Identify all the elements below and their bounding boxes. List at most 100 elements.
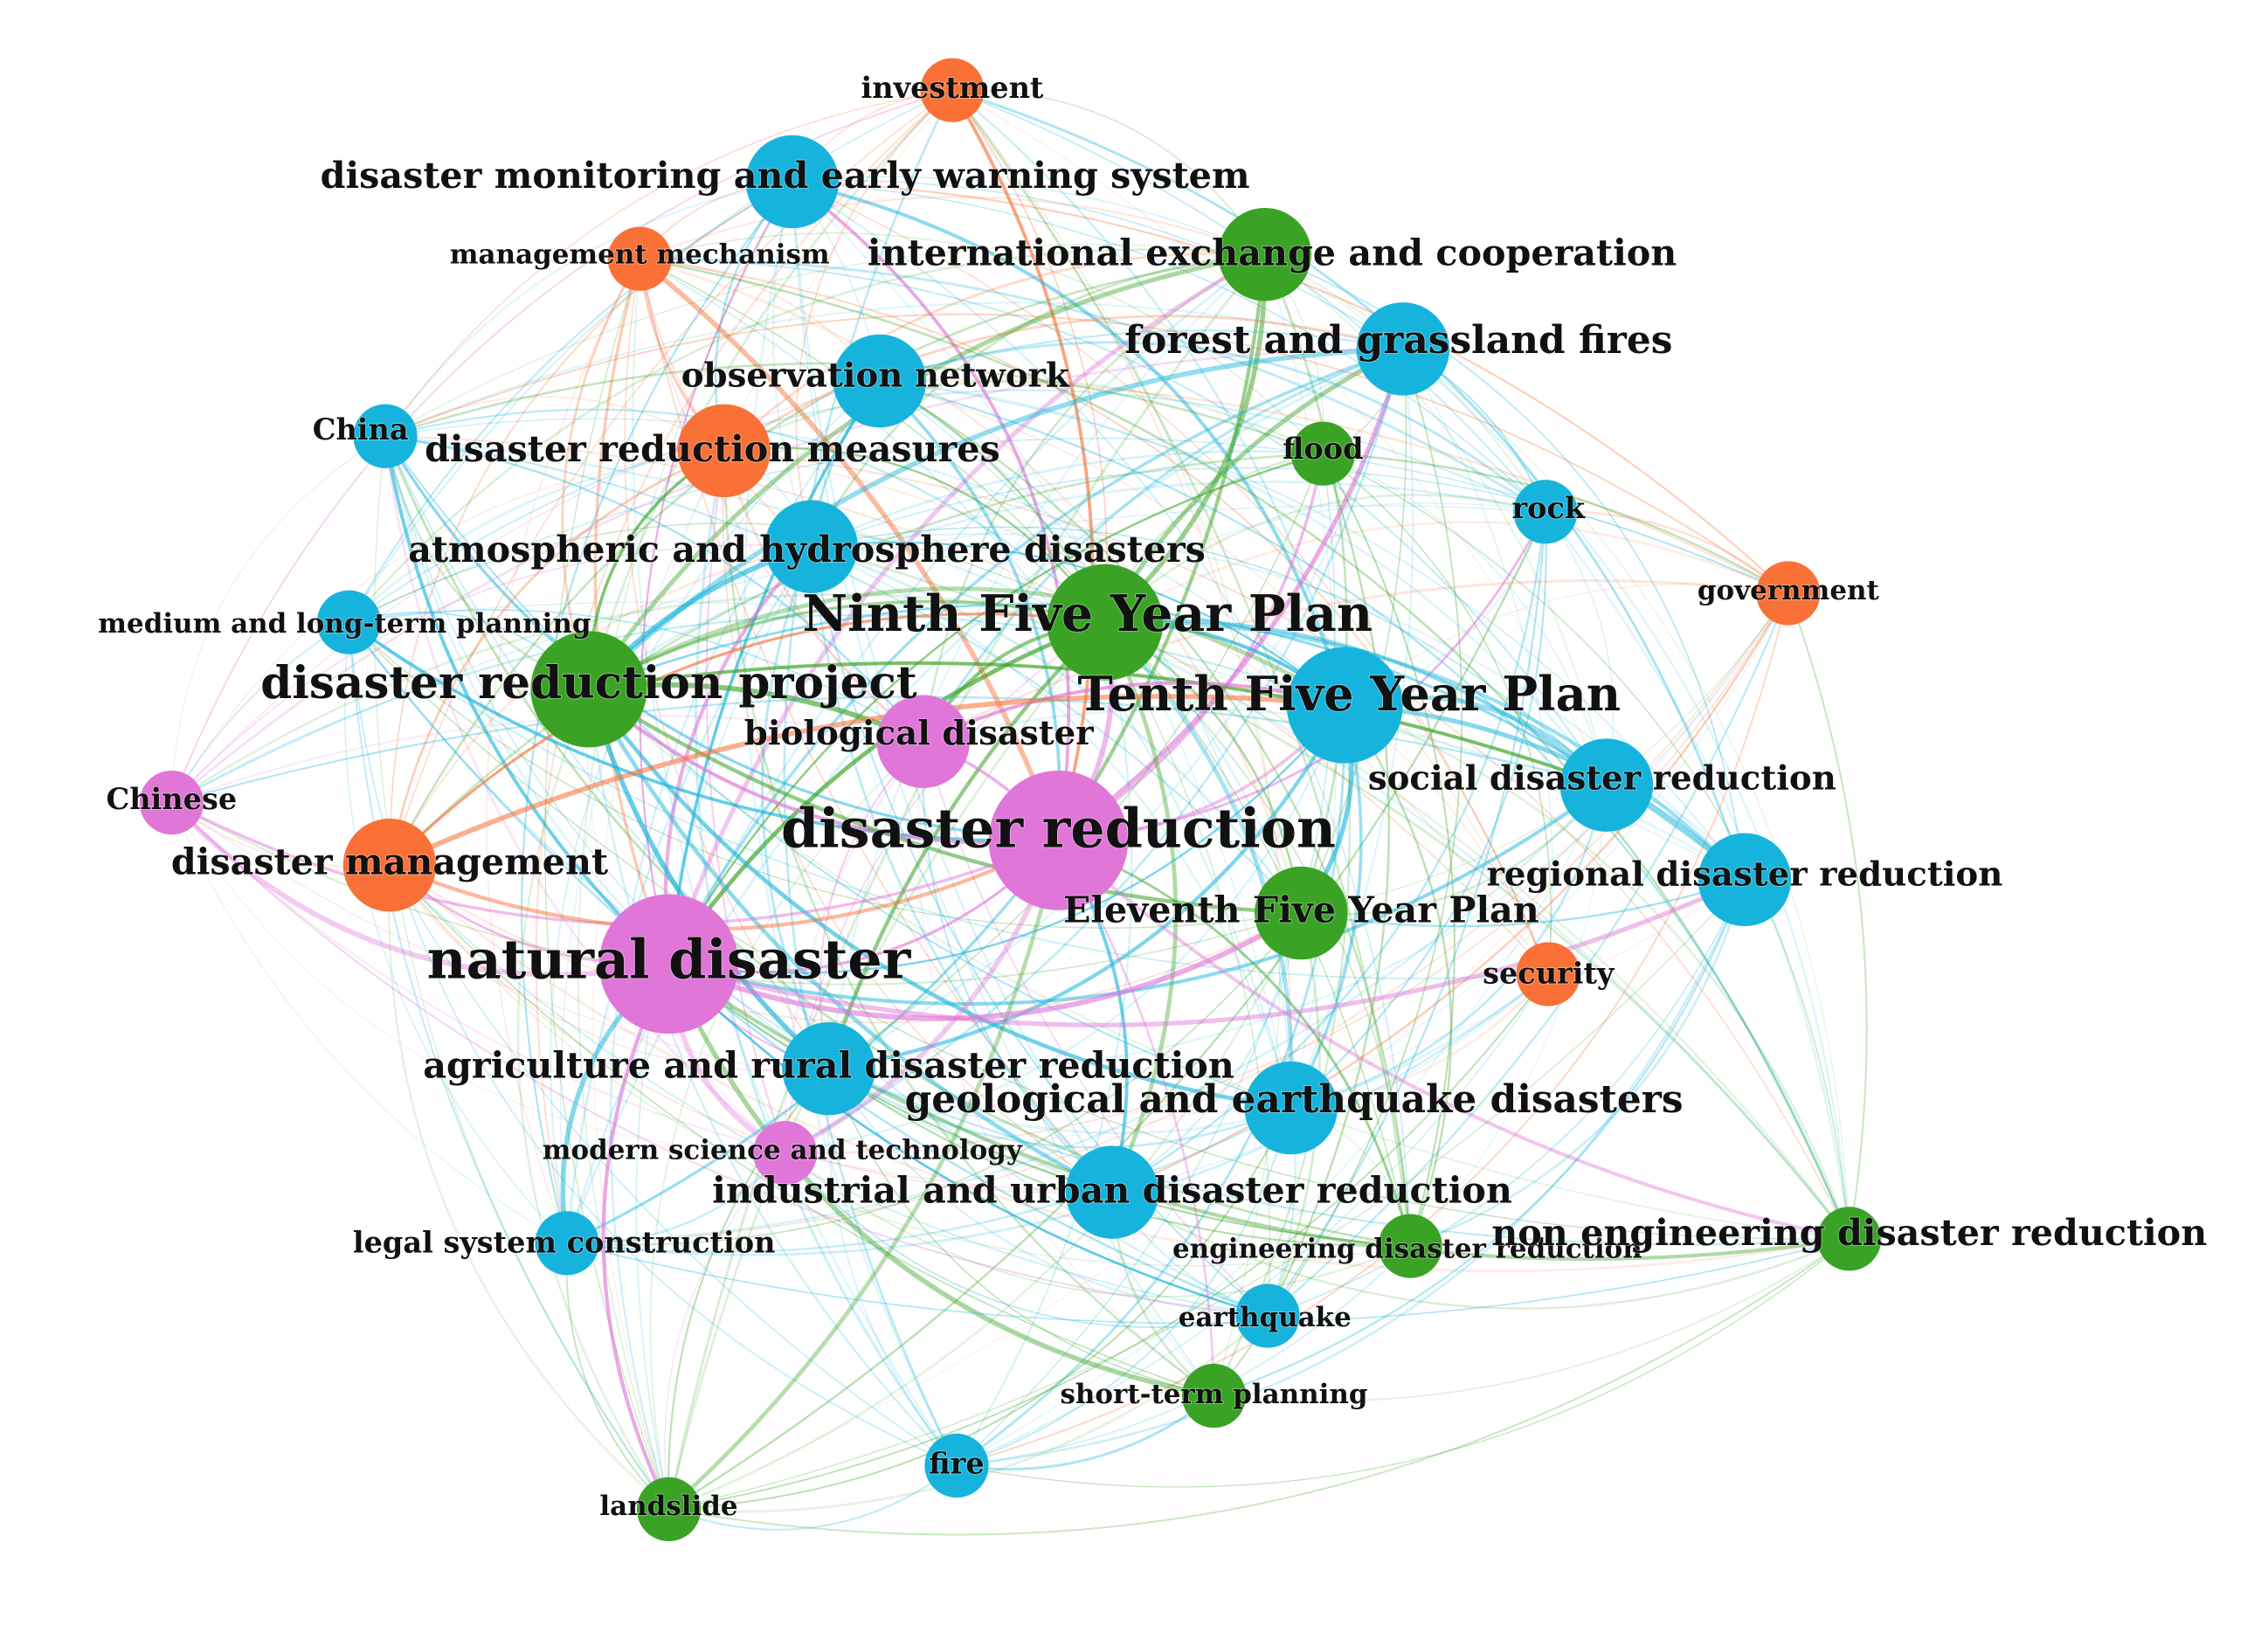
edge-china-natural: [384, 435, 670, 965]
edge-flood-atmo: [811, 450, 1324, 548]
edge-drm-legal: [559, 450, 725, 1243]
edge-dr-engineering: [1057, 839, 1412, 1247]
label-mltp: medium and long-term planning: [98, 608, 591, 640]
edge-drp-geo: [587, 688, 1292, 1111]
edge-mgmt_mech-drp: [561, 258, 641, 690]
label-industrial: industrial and urban disaster reduction: [712, 1169, 1512, 1212]
edge-obs-legal: [550, 380, 881, 1243]
edge-investment-dr: [951, 89, 1095, 841]
edge-mgmt_mech-social: [640, 258, 1608, 786]
edge-shortterm-fire: [956, 1394, 1215, 1471]
edge-drm-flood: [723, 379, 1324, 455]
label-natural: natural disaster: [427, 927, 912, 991]
edge-obs-geo: [879, 380, 1292, 1109]
edge-atmo-shortterm: [811, 546, 1214, 1396]
edge-dr-nonengineering: [1057, 839, 1850, 1241]
edge-eleventh-legal: [566, 912, 1303, 1246]
node-drp: [530, 631, 647, 748]
edge-china-eleventh: [384, 435, 1303, 914]
edge-regional-earthquake: [1267, 879, 1746, 1317]
edge-government-agri: [828, 592, 1789, 1074]
label-geo: geological and earthquake disasters: [905, 1077, 1684, 1122]
label-engineering: engineering disaster reduction: [1172, 1234, 1642, 1265]
label-chinese: Chinese: [107, 782, 238, 816]
edge-natural-shortterm: [666, 963, 1215, 1399]
edge-security-landslide: [668, 973, 1549, 1511]
label-government: government: [1698, 575, 1880, 606]
edge-mltp-ninth: [349, 522, 1105, 623]
label-drp: disaster reduction project: [260, 657, 917, 709]
edge-ninth-regional: [1104, 619, 1746, 882]
edge-bio-industrial: [922, 741, 1113, 1194]
node-geo: [1244, 1061, 1338, 1155]
edge-mltp-fire: [348, 622, 958, 1467]
edge-ninth-fire: [956, 622, 1133, 1466]
edge-obs-nonengineering: [879, 379, 1850, 1240]
edge-social-fire: [956, 785, 1608, 1466]
edge-modern-legal: [566, 1152, 786, 1245]
edge-obs-social: [879, 379, 1608, 786]
edge-dmgmt-shortterm: [389, 864, 1214, 1397]
edge-mgmt_mech-nonengineering: [639, 257, 1850, 1240]
node-bio: [876, 695, 970, 788]
edge-atmo-legal: [565, 546, 812, 1243]
edge-china-government: [384, 313, 1789, 594]
edge-investment-intl: [951, 89, 1266, 255]
edge-intl-drm: [723, 252, 1265, 452]
label-drm: disaster reduction measures: [425, 427, 1000, 470]
edge-agri-shortterm: [827, 1068, 1214, 1397]
edge-tenth-geo: [1290, 704, 1363, 1109]
node-modern: [753, 1121, 818, 1186]
edge-intl-china: [384, 244, 1265, 437]
edge-intl-landslide: [667, 253, 1266, 1510]
edge-rock-geo: [1290, 511, 1547, 1109]
edge-flood-security: [1322, 453, 1552, 975]
edge-social-eleventh: [1301, 784, 1608, 916]
edge-mgmt_mech-dr: [638, 257, 1061, 841]
node-legal: [535, 1211, 599, 1276]
edge-mltp-eleventh: [348, 621, 1302, 929]
edge-intl-mltp: [348, 248, 1265, 624]
label-nonengineering: non engineering disaster reduction: [1491, 1211, 2207, 1254]
edge-government-tenth: [1344, 583, 1788, 706]
node-dmews: [745, 135, 840, 229]
edge-government-modern: [785, 592, 1789, 1154]
edge-dr-landslide: [667, 840, 1061, 1512]
node-china: [353, 404, 418, 468]
edge-ninth-natural: [667, 619, 1106, 965]
node-government: [1756, 561, 1821, 626]
edge-government-nonengineering: [1787, 592, 1868, 1239]
edge-flood-social: [1323, 453, 1608, 785]
edge-legal-landslide: [565, 1242, 670, 1511]
node-atmo: [764, 500, 858, 593]
edge-government-fire: [956, 592, 1789, 1467]
edge-legal-nonengineering: [566, 1238, 1850, 1325]
edge-drm-mltp: [348, 449, 724, 624]
edge-tenth-engineering: [1344, 704, 1453, 1247]
label-landslide: landslide: [599, 1491, 737, 1522]
edge-mltp-nonengineering: [348, 621, 1850, 1240]
edge-drp-landslide: [516, 688, 670, 1511]
edge-government-industrial: [1111, 592, 1789, 1194]
edge-government-ninth: [1104, 521, 1789, 624]
edge-atmo-social: [811, 526, 1608, 786]
edge-investment-fire: [783, 89, 958, 1467]
edge-security-agri: [827, 972, 1550, 1135]
edge-obs-dr: [878, 379, 1061, 841]
edge-rock-mltp: [348, 389, 1546, 624]
edge-tenth-chinese: [170, 614, 1345, 804]
label-eleventh: Eleventh Five Year Plan: [1063, 889, 1539, 931]
edge-investment-china: [384, 89, 953, 437]
edge-flood-agri: [828, 453, 1324, 1069]
node-landslide: [636, 1477, 702, 1541]
edge-dr-shortterm: [1057, 840, 1215, 1396]
node-ninth: [1047, 564, 1164, 681]
label-flood: flood: [1283, 432, 1364, 466]
edge-bio-agri: [819, 740, 924, 1069]
edge-investment-engineering: [951, 89, 1412, 1247]
edge-dmews-dr: [791, 180, 1071, 841]
edge-china-chinese: [170, 435, 386, 803]
edge-bio-earthquake: [922, 741, 1269, 1317]
edge-ninth-chinese: [170, 593, 1105, 804]
